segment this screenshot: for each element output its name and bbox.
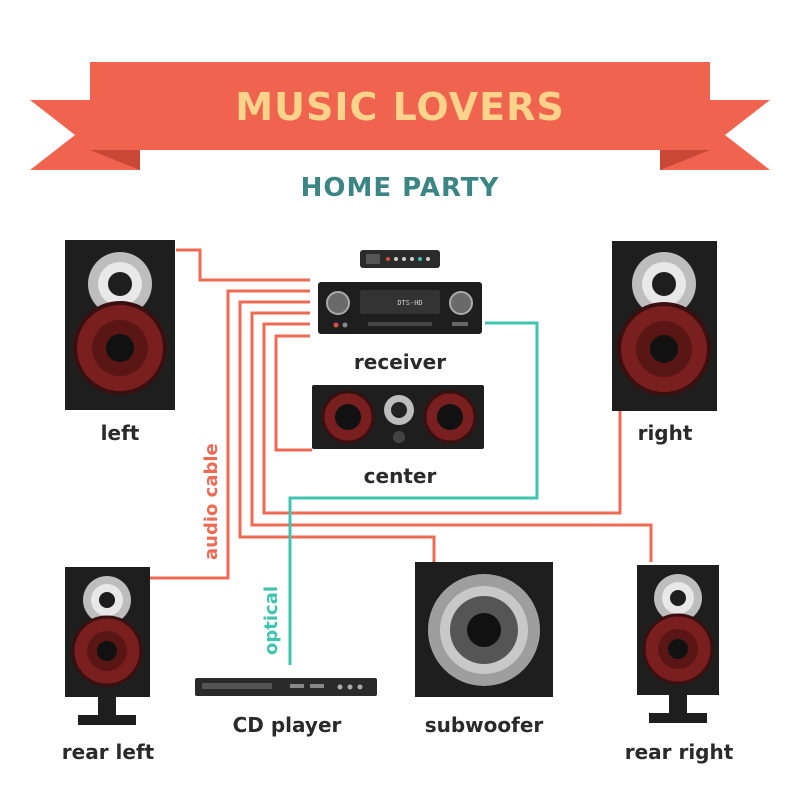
left-label: left	[101, 421, 140, 445]
cable-right	[262, 322, 622, 515]
center-speaker	[312, 385, 484, 449]
ribbon-fold-right	[660, 150, 710, 170]
subwoofer-label: subwoofer	[425, 713, 544, 737]
cable-subwoofer	[238, 300, 436, 562]
cable-center	[274, 334, 312, 452]
subwoofer-unit	[415, 562, 553, 697]
cable-rear-left	[150, 289, 310, 580]
cable-optical	[288, 321, 539, 665]
receiver-unit: DTS-HD	[318, 282, 482, 334]
remote-control	[360, 250, 440, 268]
cable-left	[176, 248, 310, 282]
banner-subtitle: HOME PARTY	[301, 173, 500, 203]
cd-player-unit	[195, 678, 377, 696]
rear-left-label: rear left	[62, 740, 155, 764]
audio-cables	[150, 248, 653, 580]
rear-right-speaker	[637, 565, 719, 723]
receiver-display	[360, 290, 440, 314]
front-right-speaker	[612, 241, 717, 411]
banner-ribbon: MUSIC LOVERS	[30, 62, 770, 170]
volume-knob-icon	[326, 291, 350, 315]
ribbon-fold-left	[90, 150, 140, 170]
audio-cable-label: audio cable	[201, 443, 222, 560]
rear-left-speaker	[65, 567, 150, 725]
banner-title: MUSIC LOVERS	[235, 85, 564, 129]
ribbon-main	[90, 62, 710, 150]
input-knob-icon	[449, 291, 473, 315]
cd-player-label: CD player	[233, 713, 342, 737]
receiver-display-text: DTS-HD	[397, 299, 422, 307]
right-label: right	[638, 421, 693, 445]
rear-right-label: rear right	[625, 740, 734, 764]
front-left-speaker	[65, 240, 175, 410]
center-label: center	[364, 464, 437, 488]
receiver-label: receiver	[354, 350, 446, 374]
cable-rear-right	[250, 311, 653, 562]
optical-label: optical	[261, 586, 282, 655]
